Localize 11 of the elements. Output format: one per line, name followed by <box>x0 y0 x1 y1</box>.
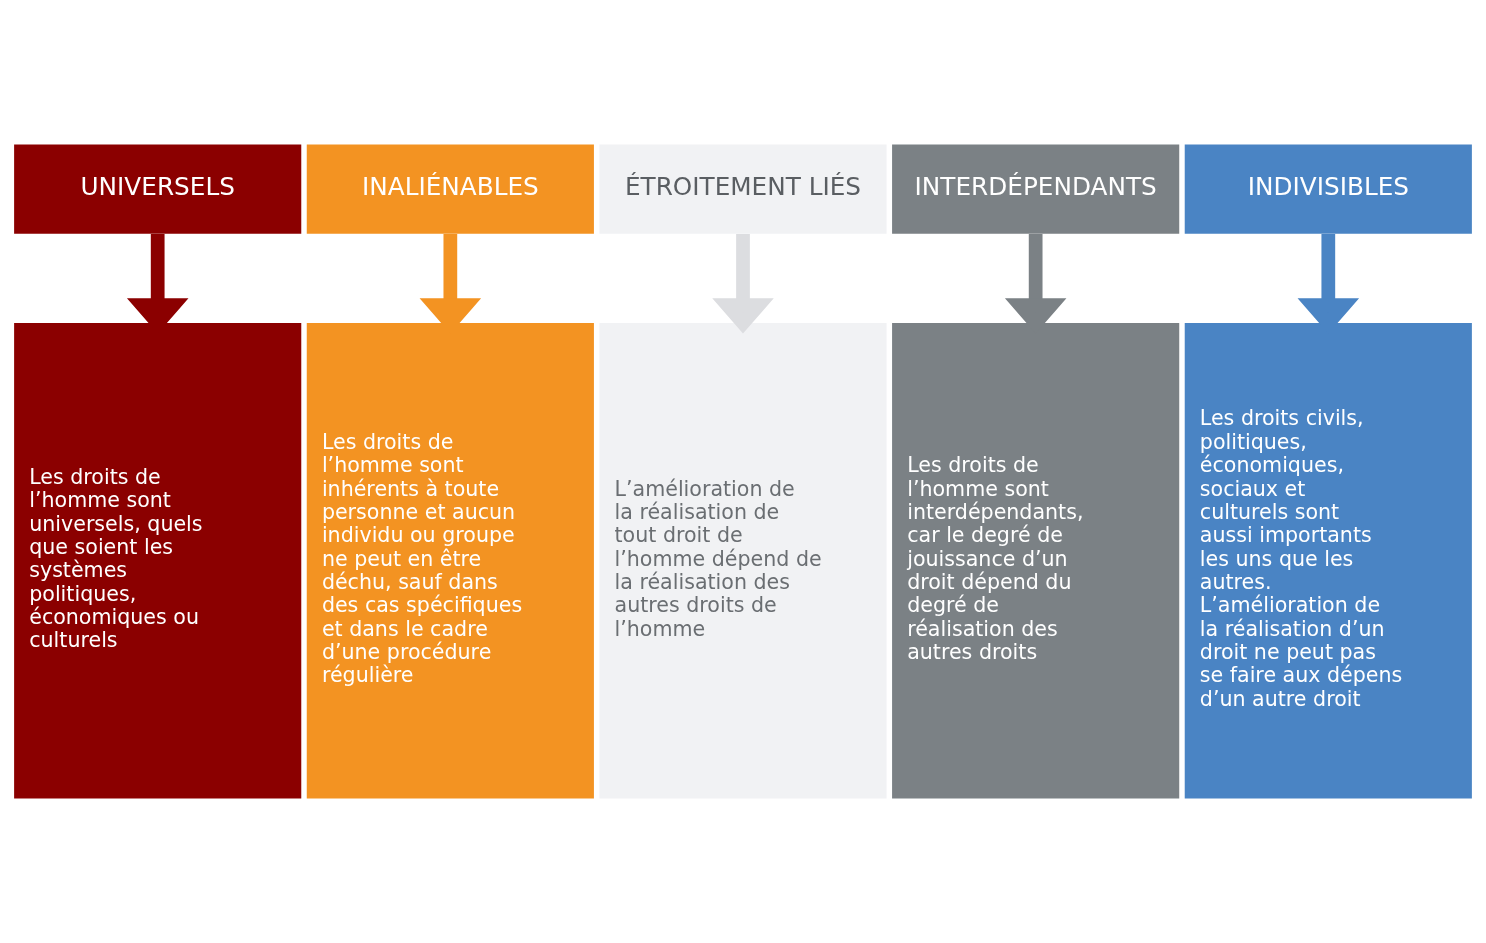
node-box: Les droits de l’homme sont universels, quels que soient les systèmes politiques, économiques ou culturels <box>14 323 302 799</box>
node-box: ÉTROITEMENT LIÉS <box>599 144 887 234</box>
node-box: Les droits de l’homme sont inhérents à toute personne et aucun individu ou groupe ne peut en être déchu, sauf dans des cas spécifiques et dans le cadre d’une procédure régulière <box>306 323 594 799</box>
node-box: INTERDÉPENDANTS <box>892 144 1180 234</box>
node-box: Les droits civils, politiques, économiques, sociaux et culturels sont aussi importants les uns que les autres. L’amélioration de la réalisation d’un droit ne peut pas se faire aux dépens d’un autre droit <box>1184 323 1472 799</box>
node-box: UNIVERSELS <box>14 144 302 234</box>
node-box: INALIÉNABLES <box>306 144 594 234</box>
node-box: Les droits de l’homme sont interdépendants, car le degré de jouissance d’un droit dépend du degré de réalisation des autres droits <box>892 323 1180 799</box>
arrow <box>712 233 774 334</box>
node-box: INDIVISIBLES <box>1184 144 1472 234</box>
node-box: L’amélioration de la réalisation de tout droit de l’homme dépend de la réalisation des autres droits de l’homme <box>599 323 887 799</box>
